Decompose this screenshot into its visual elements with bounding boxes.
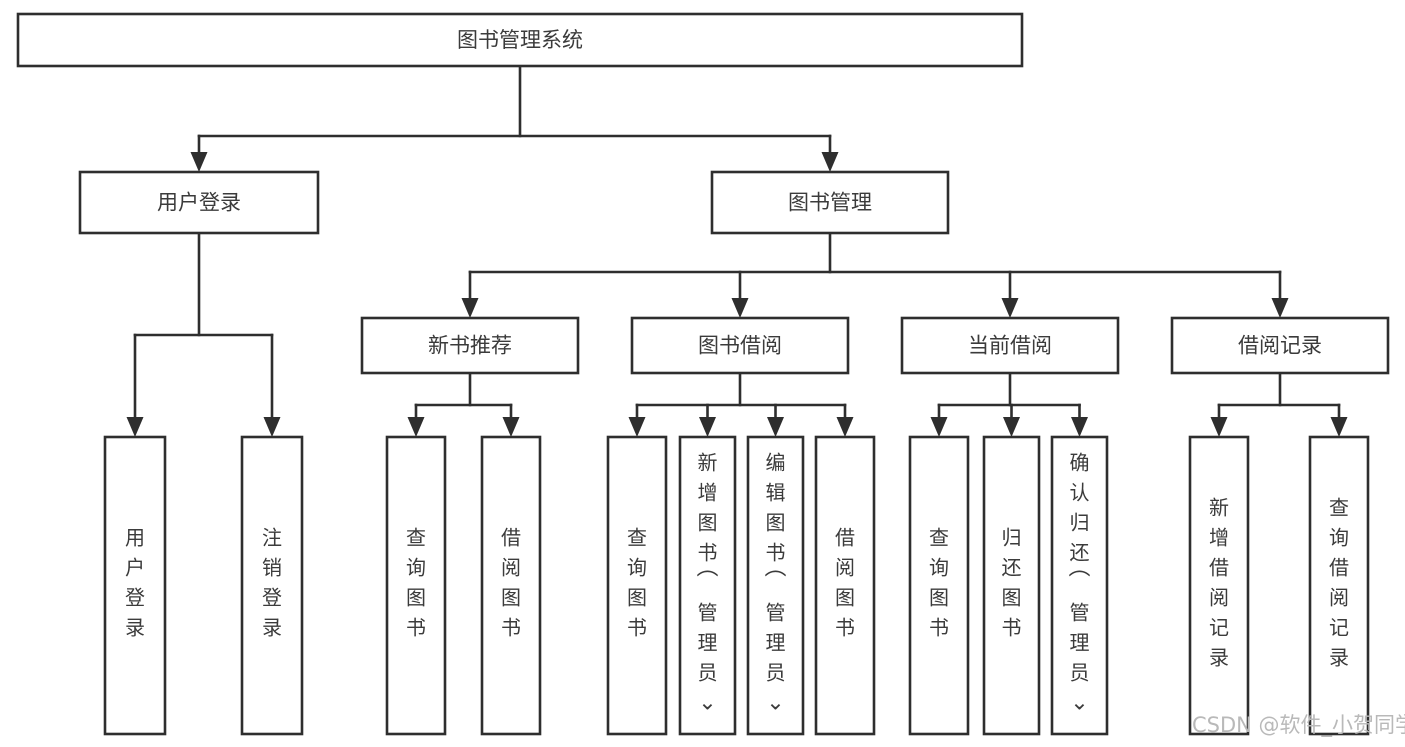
level3-1-to-leaf-0-arrowhead [628, 417, 646, 437]
leaf-book_borrow-2-box[interactable] [746, 435, 805, 736]
leaf-user_login-1-label: 注销登录 [262, 526, 282, 640]
leaf-book_borrow-1-box[interactable] [678, 435, 737, 736]
leaf-book_borrow-2-label: 编辑图书⌒管理员⌄ [764, 451, 786, 716]
bookmgmt-to-level3-1-arrowhead [731, 298, 749, 318]
level3-node-2-box[interactable] [900, 316, 1120, 375]
level3-1-to-leaf-2-arrowhead [767, 417, 784, 437]
level3-node-3-label: 借阅记录 [1238, 334, 1322, 358]
leaf-current_borrow-1-box[interactable] [982, 435, 1041, 736]
level3-3-to-leaf-1-arrowhead [1330, 417, 1348, 437]
level2-node-0-box[interactable] [78, 170, 320, 235]
leaf-borrow_record-1-label: 查询借阅记录 [1329, 496, 1349, 670]
level2-node-1-label: 图书管理 [788, 191, 872, 215]
edges-layer [126, 64, 1348, 437]
leaf-new_book_recommend-0-label: 查询图书 [406, 526, 426, 640]
level3-node-1-box[interactable] [630, 316, 850, 375]
leaf-book_borrow-0-label: 查询图书 [627, 526, 647, 640]
userlogin-to-leaf-1-arrowhead [263, 417, 281, 437]
nodes-layer: 图书管理系统用户登录图书管理新书推荐图书借阅当前借阅借阅记录用户登录注销登录查询… [16, 12, 1390, 736]
bookmgmt-to-level3-3-arrowhead [1271, 298, 1289, 318]
root-node-box[interactable] [16, 12, 1024, 68]
leaf-new_book_recommend-1-box[interactable] [480, 435, 542, 736]
leaf-user_login-0-label: 用户登录 [125, 526, 145, 640]
leaf-book_borrow-1-label: 新增图书⌒管理员⌄ [696, 451, 718, 716]
leaf-borrow_record-0-label: 新增借阅记录 [1209, 496, 1229, 670]
level3-node-2-label: 当前借阅 [968, 334, 1052, 358]
level3-3-to-leaf-0-arrowhead [1210, 417, 1228, 437]
level3-0-to-leaf-0-arrowhead [407, 417, 425, 437]
leaf-current_borrow-1-label: 归还图书 [1002, 526, 1022, 640]
level3-node-0-label: 新书推荐 [428, 334, 512, 358]
leaf-current_borrow-2-box[interactable] [1050, 435, 1109, 736]
root-to-level2-0-arrowhead [190, 152, 208, 172]
leaf-user_login-1-box[interactable] [240, 435, 304, 736]
leaf-borrow_record-0-box[interactable] [1188, 435, 1250, 736]
leaf-borrow_record-1-box[interactable] [1308, 435, 1370, 736]
leaf-current_borrow-2-label: 确认归还⌒管理员⌄ [1068, 451, 1090, 716]
root-node-label: 图书管理系统 [457, 28, 583, 52]
level3-1-to-leaf-3-arrowhead [836, 417, 854, 437]
level3-0-to-leaf-1-arrowhead [502, 417, 520, 437]
level3-node-3-box[interactable] [1170, 316, 1390, 375]
leaf-user_login-0-box[interactable] [103, 435, 167, 736]
root-to-level2-1-arrowhead [821, 152, 839, 172]
leaf-new_book_recommend-0-box[interactable] [385, 435, 447, 736]
level2-node-1-box[interactable] [710, 170, 950, 235]
leaf-book_borrow-0-box[interactable] [606, 435, 668, 736]
level3-node-0-box[interactable] [360, 316, 580, 375]
level3-2-to-leaf-1-arrowhead [1003, 417, 1020, 437]
level2-node-0-label: 用户登录 [157, 191, 241, 215]
bookmgmt-to-level3-0-arrowhead [461, 298, 479, 318]
userlogin-to-leaf-0-arrowhead [126, 417, 144, 437]
level3-1-to-leaf-1-arrowhead [699, 417, 716, 437]
leaf-new_book_recommend-1-label: 借阅图书 [501, 526, 521, 640]
watermark-label: CSDN @软件_小贺同学 [1192, 713, 1405, 738]
level3-2-to-leaf-2-arrowhead [1071, 417, 1088, 437]
leaf-current_borrow-0-label: 查询图书 [929, 526, 949, 640]
bookmgmt-to-level3-2-arrowhead [1001, 298, 1019, 318]
leaf-current_borrow-0-box[interactable] [908, 435, 970, 736]
level3-2-to-leaf-0-arrowhead [930, 417, 948, 437]
leaf-book_borrow-3-box[interactable] [814, 435, 876, 736]
level3-node-1-label: 图书借阅 [698, 334, 782, 358]
leaf-book_borrow-3-label: 借阅图书 [835, 526, 855, 640]
